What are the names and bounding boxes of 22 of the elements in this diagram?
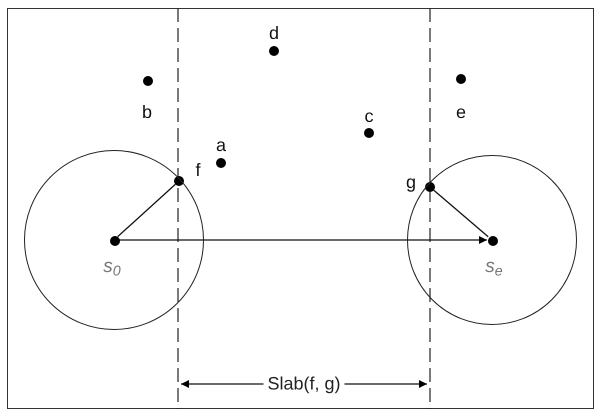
point-label: s$_{0}$ [103,257,121,279]
arrow [119,236,487,244]
circle-outline [407,155,577,325]
dimension-label: Slab(f, g) [263,374,345,394]
point-label: a [216,136,226,154]
point-label: c [364,107,374,125]
point-label: e [456,103,466,121]
point-dot [364,128,374,138]
point-label: d [269,24,279,42]
point-dot [488,236,498,246]
point-label: s$_{e}$ [485,257,503,279]
circle-outline [24,150,204,330]
point-dot [143,76,153,86]
point-label: g [406,173,416,191]
point-dot [456,74,466,84]
point-label: f [196,161,200,179]
point-dot [110,236,120,246]
point-label: b [142,103,152,121]
point-dot [216,158,226,168]
line-segment [433,190,489,238]
line-segment [117,184,176,238]
point-dot [269,46,279,56]
